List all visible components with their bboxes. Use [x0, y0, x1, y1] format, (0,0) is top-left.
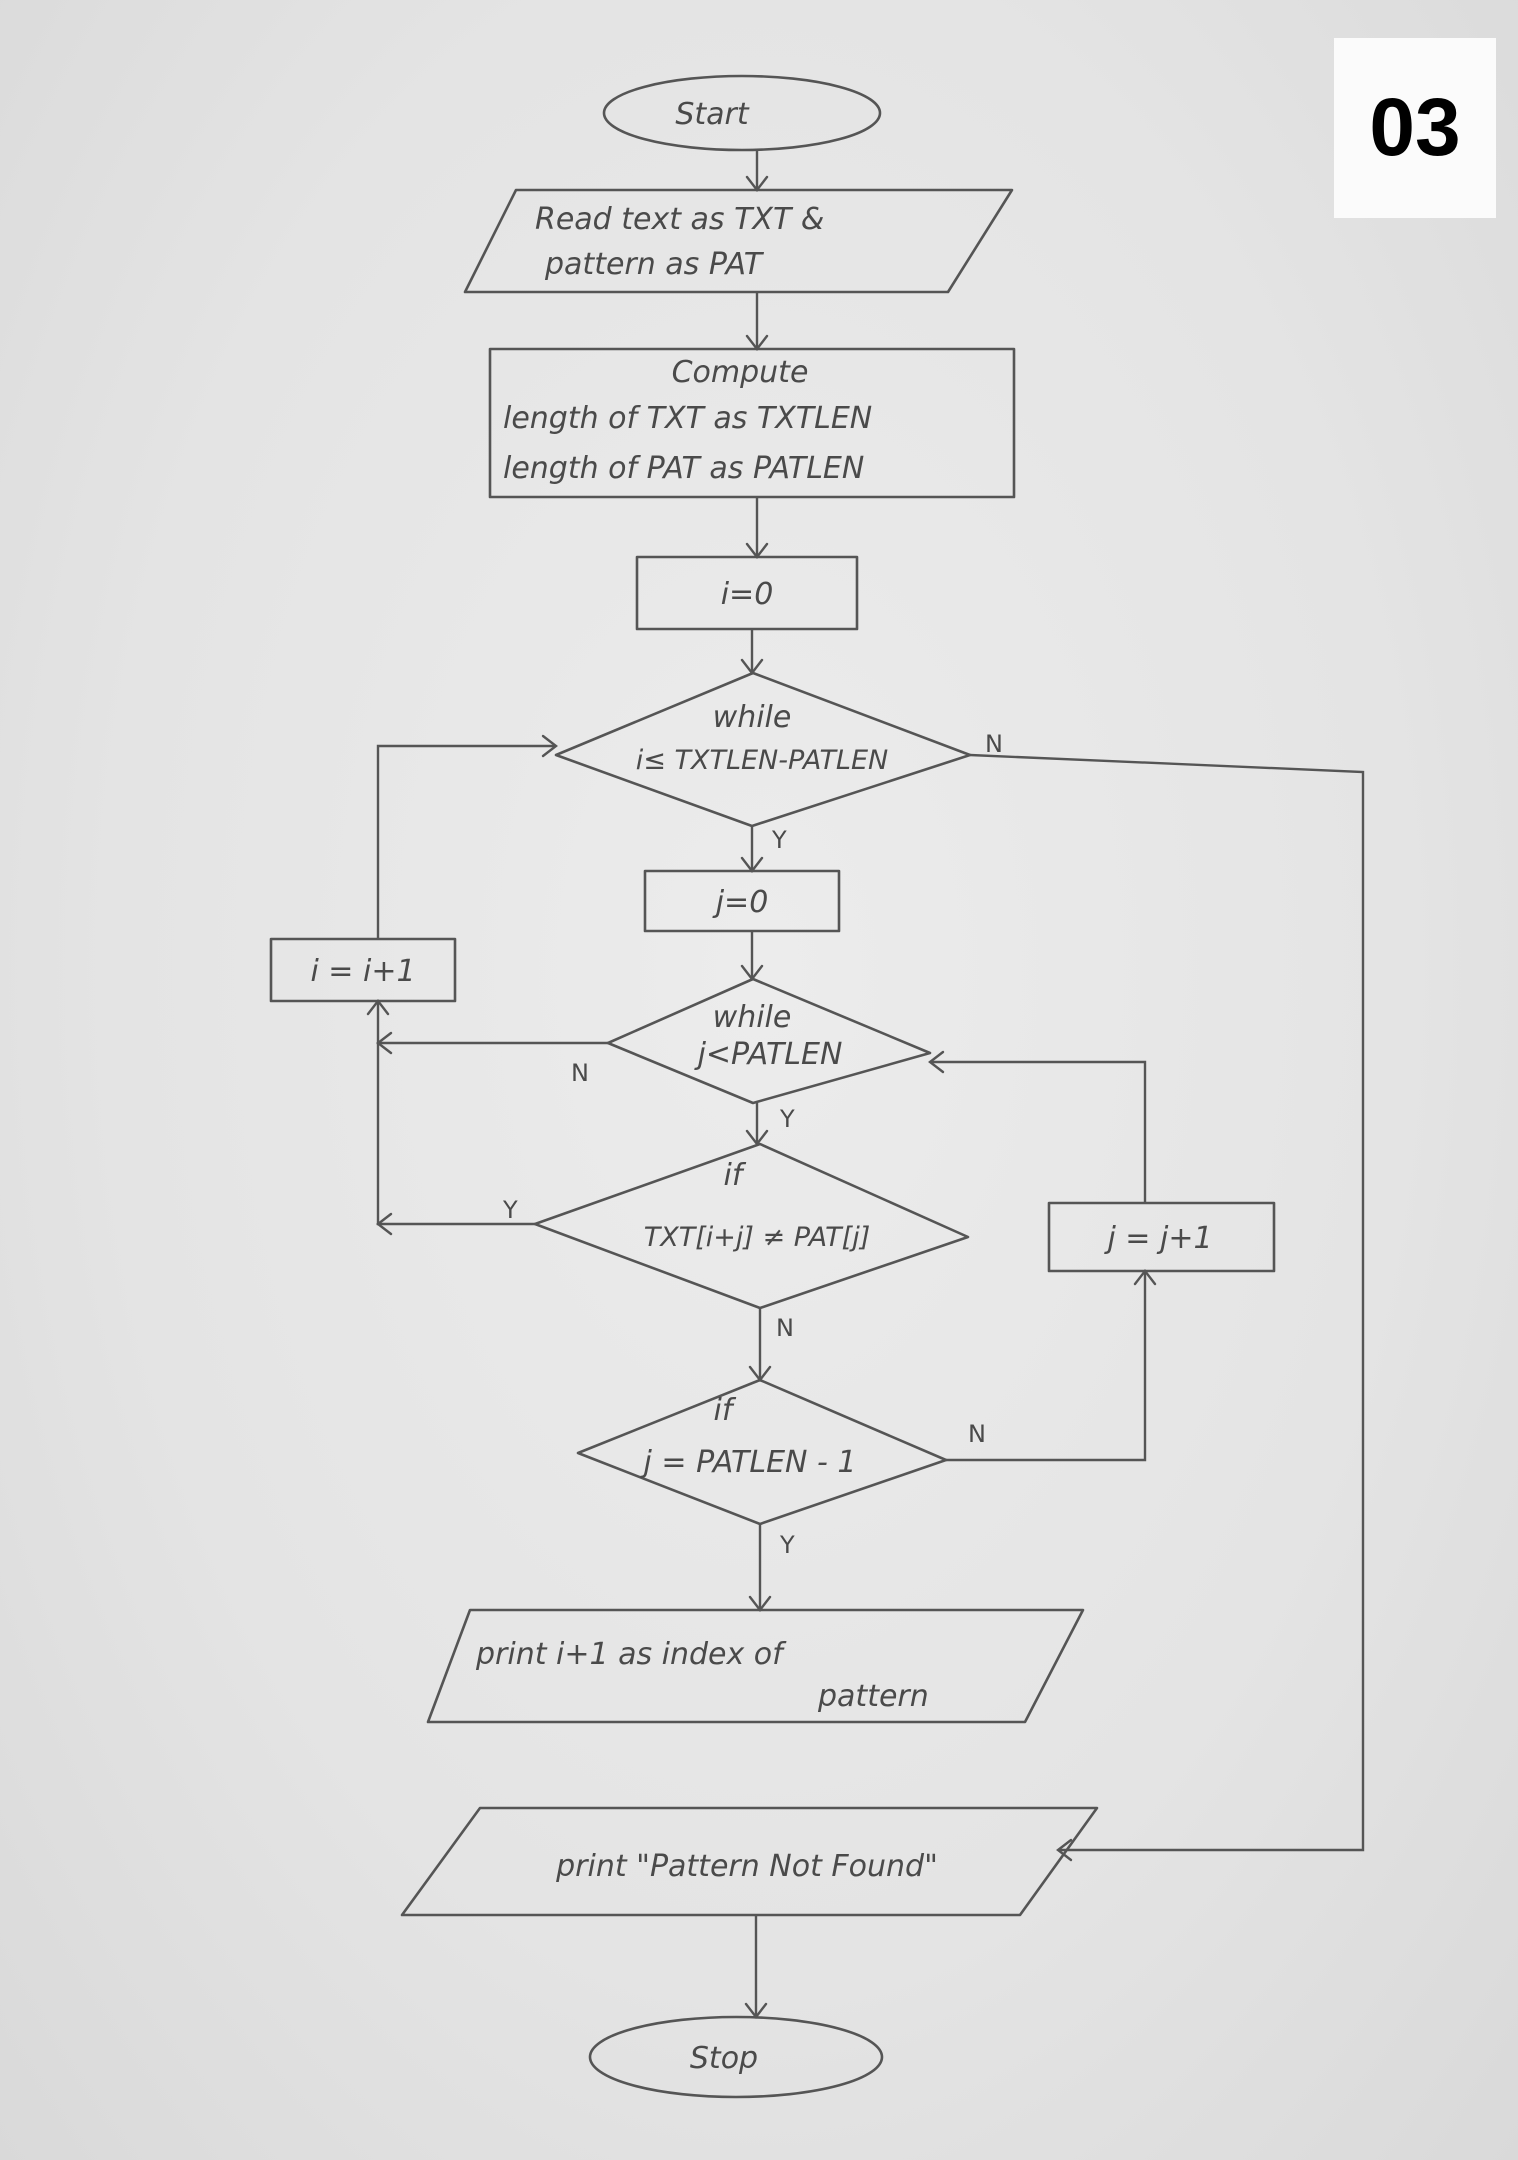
compute-box: [488, 347, 1016, 499]
if-mismatch-label-line1: if: [724, 1158, 747, 1193]
init-j-label: j=0: [712, 885, 769, 920]
init-i-box: [635, 555, 859, 631]
mismatch-yes-label: Y: [502, 1196, 518, 1224]
incr-j-label: j = j+1: [1103, 1221, 1212, 1256]
print-index-parallelogram: [426, 1608, 1085, 1724]
init-j-box: [643, 869, 841, 933]
read-input-parallelogram: [463, 188, 1014, 294]
read-input-label-line2: pattern as PAT: [544, 247, 765, 282]
if-last-label-line1: if: [714, 1393, 737, 1428]
init-i-label: i=0: [721, 577, 774, 612]
print-not-found-parallelogram: [400, 1806, 1099, 1917]
compute-label-line2: length of TXT as TXTLEN: [503, 401, 872, 436]
while-j-label-line1: while: [713, 1000, 792, 1035]
start-label: Start: [675, 97, 750, 132]
while-i-yes-label: Y: [771, 826, 787, 854]
read-input-label-line1: Read text as TXT &: [535, 202, 824, 237]
if-mismatch-label-line2: TXT[i+j] ≠ PAT[j]: [644, 1222, 870, 1253]
if-last-label-line2: j = PATLEN - 1: [640, 1445, 857, 1480]
compute-label-line3: length of PAT as PATLEN: [503, 451, 864, 486]
while-j-no-label: N: [571, 1059, 589, 1087]
start-terminal: [602, 74, 882, 152]
print-index-label-line2: pattern: [817, 1679, 929, 1714]
while-i-label-line1: while: [713, 700, 792, 735]
incr-i-box: [269, 937, 457, 1003]
mismatch-no-label: N: [776, 1314, 794, 1342]
incr-i-label: i = i+1: [310, 954, 415, 989]
stop-terminal: [588, 2015, 884, 2099]
while-i-no-label: N: [985, 730, 1003, 758]
last-yes-label: Y: [779, 1531, 795, 1559]
last-no-label: N: [968, 1420, 986, 1448]
incr-j-box: [1047, 1201, 1276, 1273]
compute-label-line1: Compute: [672, 355, 809, 390]
page-number-badge: 03: [1334, 38, 1496, 218]
print-not-found-label: print "Pattern Not Found": [555, 1849, 938, 1884]
while-j-decision: [606, 977, 932, 1105]
while-i-label-line2: i≤ TXTLEN-PATLEN: [636, 745, 888, 776]
arrow-heads: [366, 175, 1157, 2019]
while-j-yes-label: Y: [779, 1105, 795, 1133]
while-j-label-line2: j<PATLEN: [694, 1037, 843, 1072]
print-index-label-line1: print i+1 as index of: [475, 1637, 787, 1672]
stop-label: Stop: [690, 2041, 758, 2076]
connector-lines: [376, 150, 1365, 2017]
